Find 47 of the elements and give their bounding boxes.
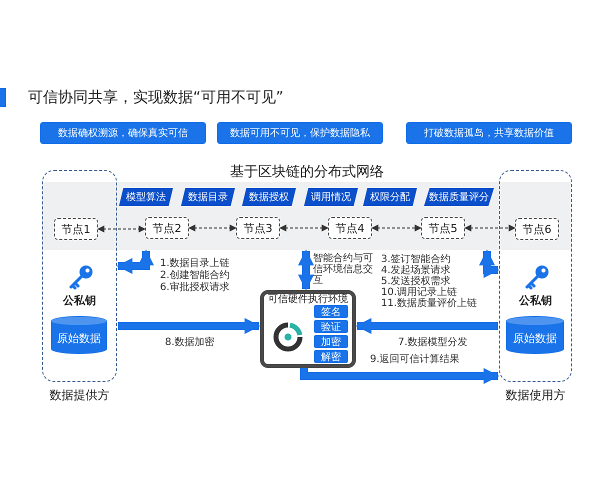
data-tag: 模型算法 bbox=[119, 188, 173, 206]
tee-box bbox=[260, 290, 356, 368]
chain-node: 节点4 bbox=[328, 217, 372, 239]
chain-node: 节点6 bbox=[515, 218, 559, 240]
group-heading: 数据提供方 bbox=[50, 387, 110, 404]
function-tag: 加密 bbox=[314, 335, 348, 348]
function-tag: 签名 bbox=[314, 305, 348, 318]
flow-arrow bbox=[300, 368, 500, 384]
link-arrow bbox=[188, 224, 237, 232]
key-label: 公私钥 bbox=[518, 293, 553, 308]
panel-heading: 基于区块链的分布式网络 bbox=[230, 163, 384, 181]
flow-arrow bbox=[118, 318, 261, 334]
group-heading: 数据使用方 bbox=[506, 387, 566, 404]
data-tag: 数据目录 bbox=[181, 188, 235, 206]
network-panel bbox=[42, 162, 572, 250]
chain-node: 节点2 bbox=[145, 217, 189, 239]
database-cylinder: 原始数据 bbox=[506, 316, 564, 354]
link-arrow bbox=[279, 224, 329, 232]
feature-banner: 打破数据孤岛，共享数据价值 bbox=[406, 122, 572, 144]
function-tag: 验证 bbox=[314, 320, 348, 333]
flow-arrow bbox=[355, 318, 498, 334]
data-tag: 数据质量评分 bbox=[424, 188, 494, 206]
feature-banner: 数据确权溯源，确保真实可信 bbox=[40, 122, 206, 144]
edge-label: 3.签订智能合约 4.发起场景请求 5.发送授权需求 10.调用记录上链 11.数据质量评价上链 bbox=[381, 254, 478, 309]
link-arrow bbox=[371, 224, 422, 232]
data-tag: 调用情况 bbox=[304, 188, 358, 206]
chain-node: 节点3 bbox=[236, 217, 280, 239]
edge-label: 8.数据加密 bbox=[165, 337, 216, 349]
link-arrow bbox=[97, 226, 146, 232]
flow-arrow bbox=[298, 249, 314, 291]
data-tag: 权限分配 bbox=[363, 188, 417, 206]
chain-node: 节点5 bbox=[421, 217, 465, 239]
chain-node: 节点1 bbox=[54, 218, 98, 240]
edge-label: 9.返回可信计算结果 bbox=[370, 354, 461, 366]
flow-arrow bbox=[116, 249, 154, 274]
function-tag: 解密 bbox=[314, 350, 348, 363]
page-title: 可信协同共享，实现数据“可用不可见” bbox=[28, 88, 284, 107]
key-label: 公私钥 bbox=[62, 293, 97, 308]
data-tag: 数据授权 bbox=[242, 188, 296, 206]
database-cylinder: 原始数据 bbox=[51, 316, 107, 354]
edge-label: 7.数据模型分发 bbox=[398, 337, 469, 349]
tee-heading: 可信硬件执行环境 bbox=[268, 294, 348, 306]
edge-label: 智能合约与可信环境信息交互 bbox=[313, 253, 374, 286]
edge-label: 1.数据目录上链 2.创建智能合约 6.审批授权请求 bbox=[160, 258, 231, 294]
feature-banner: 数据可用不可见，保护数据隐私 bbox=[217, 122, 383, 144]
link-arrow bbox=[464, 224, 516, 232]
flow-arrow bbox=[479, 249, 500, 278]
